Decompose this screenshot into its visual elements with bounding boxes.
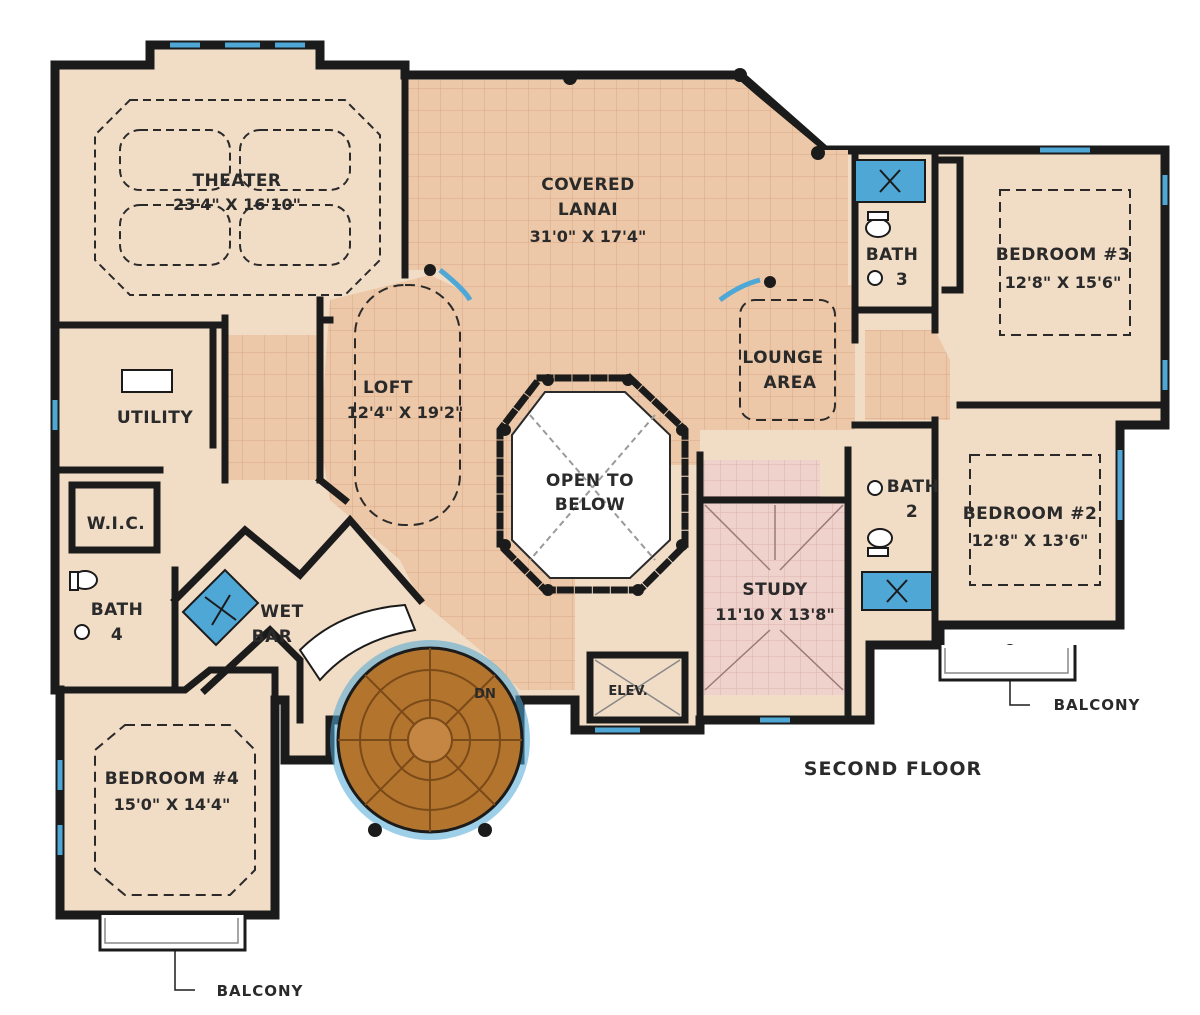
- wetbar-counter: [298, 603, 417, 682]
- bath2-name: BATH: [887, 477, 940, 497]
- wic-name: W.I.C.: [87, 514, 146, 534]
- bedroom2-name: BEDROOM #2: [963, 504, 1098, 524]
- loft-name: LOFT: [363, 378, 413, 398]
- open-below-line1: OPEN TO: [546, 471, 634, 491]
- spiral-staircase: [330, 640, 530, 840]
- study-dims: 11'10 X 13'8": [715, 605, 835, 624]
- bath3-num: 3: [896, 270, 908, 290]
- bedroom2-dims: 12'8" X 13'6": [972, 531, 1089, 550]
- theater-dims: 23'4" X 16'10": [173, 195, 301, 214]
- bedroom3-name: BEDROOM #3: [996, 245, 1131, 265]
- lanai-dims: 31'0" X 17'4": [530, 227, 647, 246]
- balcony-left-label: BALCONY: [217, 982, 304, 1000]
- bedroom4-dims: 15'0" X 14'4": [114, 795, 231, 814]
- room-labels: THEATER 23'4" X 16'10" COVERED LANAI 31'…: [87, 171, 1141, 1000]
- loft-dims: 12'4" X 19'2": [347, 403, 464, 422]
- elev-name: ELEV.: [608, 684, 647, 699]
- balcony-right-label: BALCONY: [1054, 696, 1141, 714]
- balcony-left: [98, 915, 247, 991]
- lanai-name-line2: LANAI: [558, 200, 618, 220]
- bedroom3-dims: 12'8" X 15'6": [1005, 273, 1122, 292]
- study-name: STUDY: [742, 580, 808, 600]
- windows: [52, 42, 1168, 855]
- lounge-name-line1: LOUNGE: [742, 348, 823, 368]
- study-ceiling-lines: [704, 504, 844, 691]
- bedroom4-name: BEDROOM #4: [105, 769, 240, 789]
- lanai-name-line1: COVERED: [541, 175, 635, 195]
- lounge-name-line2: AREA: [763, 373, 816, 393]
- open-to-below-void: [511, 391, 671, 579]
- theater-name: THEATER: [192, 171, 281, 191]
- study-area: [700, 460, 848, 695]
- bath3-name: BATH: [866, 245, 919, 265]
- loft-area: [225, 275, 950, 690]
- shower-fixtures: [181, 159, 933, 647]
- open-below-line2: BELOW: [555, 495, 626, 515]
- stair-dn-label: DN: [474, 687, 496, 702]
- bath4-num: 4: [111, 625, 123, 645]
- wetbar-line2: BAR: [252, 627, 293, 647]
- balcony-right: [938, 645, 1077, 706]
- lanai-area: [408, 80, 848, 320]
- utility-name: UTILITY: [117, 408, 193, 428]
- theater-seating: [94, 99, 381, 296]
- wetbar-line1: WET: [260, 602, 303, 622]
- bath4-name: BATH: [91, 600, 144, 620]
- elevator-shaft: [594, 659, 681, 716]
- bath2-num: 2: [906, 502, 918, 522]
- rug-outlines: [94, 189, 1131, 896]
- bath-fixtures: [69, 211, 893, 640]
- floor-title: SECOND FLOOR: [804, 758, 982, 780]
